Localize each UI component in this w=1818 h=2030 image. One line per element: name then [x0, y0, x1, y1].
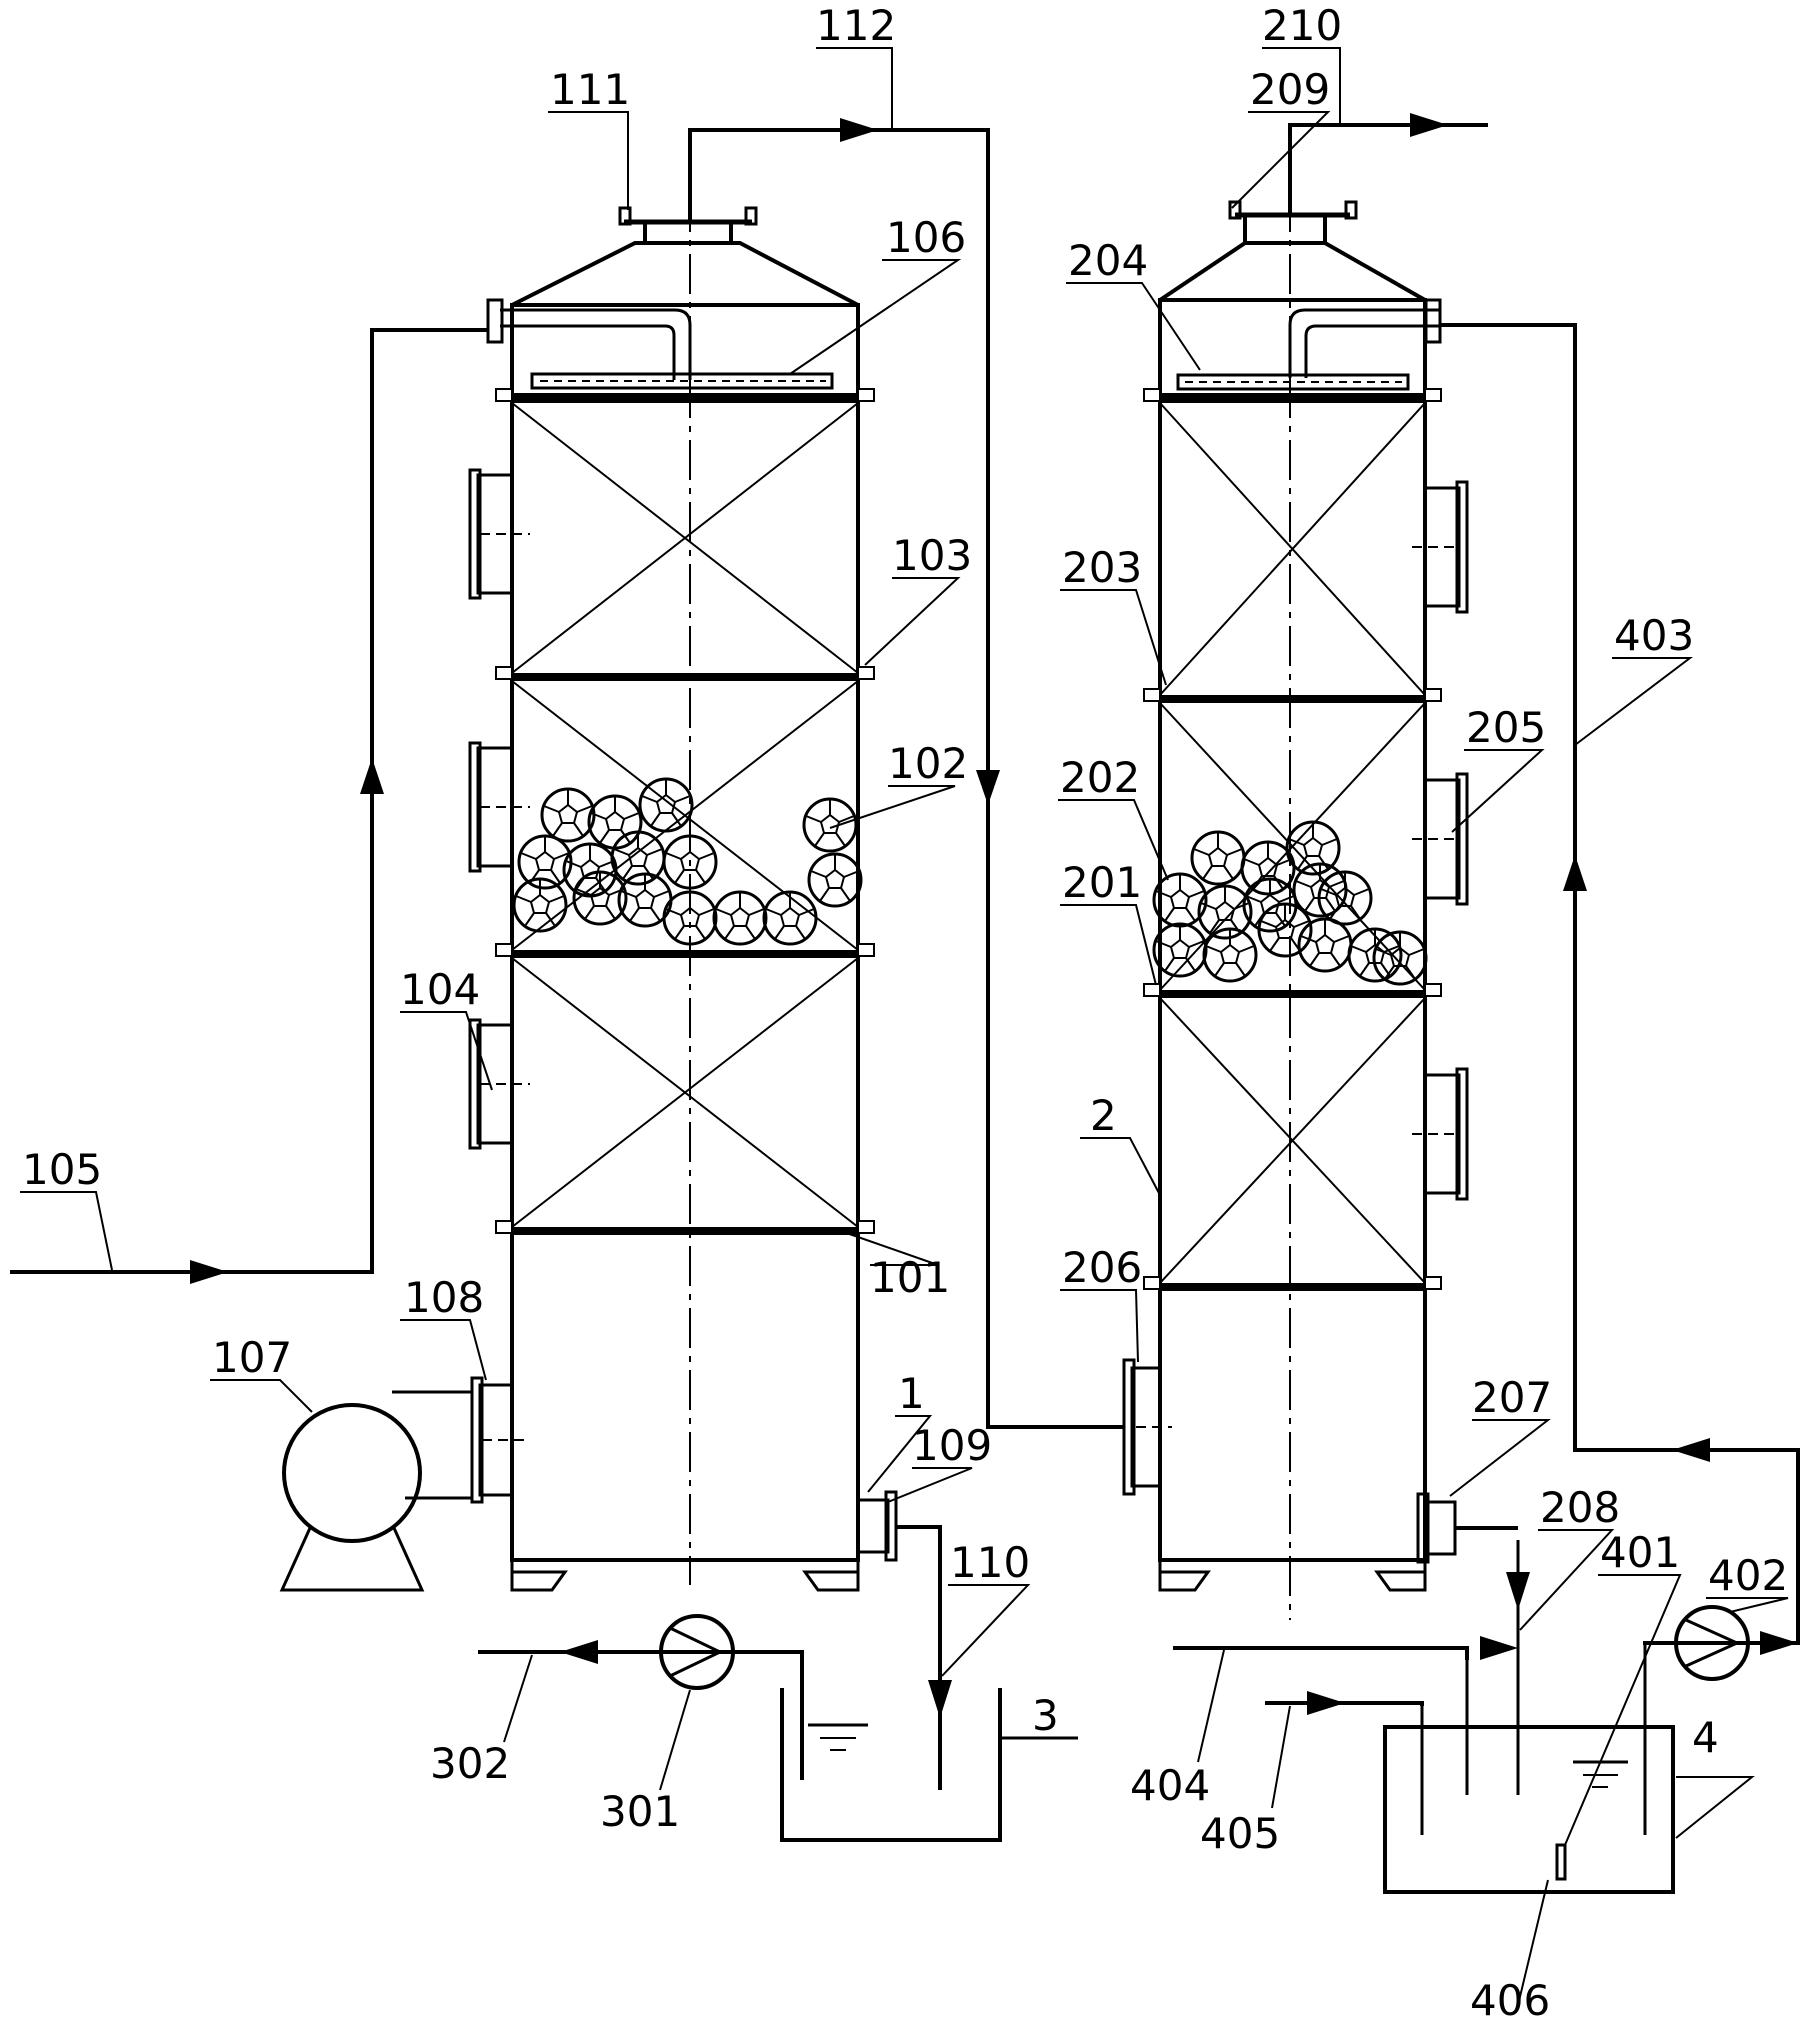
label-103: 103 [892, 531, 972, 580]
pump-icon [1674, 1605, 1750, 1681]
label-111: 111 [550, 65, 630, 114]
label-2: 2 [1090, 1091, 1117, 1140]
label-108: 108 [404, 1273, 484, 1322]
label-4: 4 [1692, 1713, 1719, 1762]
label-207: 207 [1472, 1373, 1552, 1422]
label-101: 101 [870, 1253, 950, 1302]
label-206: 206 [1062, 1243, 1142, 1292]
label-110: 110 [950, 1538, 1030, 1587]
label-406: 406 [1470, 1976, 1550, 2025]
label-202: 202 [1060, 753, 1140, 802]
label-203: 203 [1062, 543, 1142, 592]
label-109: 109 [912, 1421, 992, 1470]
label-401: 401 [1600, 1528, 1680, 1577]
label-3: 3 [1032, 1691, 1059, 1740]
label-107: 107 [212, 1333, 292, 1382]
label-404: 404 [1130, 1761, 1210, 1810]
label-104: 104 [400, 965, 480, 1014]
label-205: 205 [1466, 703, 1546, 752]
liquid-level-icon [808, 1723, 868, 1751]
liquid-level-icon [1573, 1760, 1628, 1788]
leader-lines [20, 47, 1789, 2006]
label-112: 112 [816, 1, 896, 50]
blower-icon [279, 1390, 472, 1592]
label-102: 102 [888, 739, 968, 788]
flow-arrow-icon [190, 113, 1798, 1718]
label-209: 209 [1250, 65, 1330, 114]
column-1 [468, 130, 898, 1592]
label-1: 1 [898, 1369, 925, 1418]
label-105: 105 [22, 1145, 102, 1194]
column-2 [1122, 130, 1469, 1620]
label-106: 106 [886, 213, 966, 262]
part-labels: 111 112 106 103 102 104 105 101 108 107 … [22, 1, 1788, 2025]
label-208: 208 [1540, 1483, 1620, 1532]
label-201: 201 [1062, 858, 1142, 907]
column-2-flange-bolts [1143, 388, 1442, 1290]
label-301: 301 [600, 1787, 680, 1836]
label-405: 405 [1200, 1809, 1280, 1858]
label-403: 403 [1614, 611, 1694, 660]
label-402: 402 [1708, 1551, 1788, 1600]
label-210: 210 [1262, 1, 1342, 50]
label-204: 204 [1068, 236, 1148, 285]
column-1-flange-bolts [495, 388, 875, 1234]
piping [10, 123, 1800, 1790]
pump-icon [659, 1614, 735, 1690]
label-302: 302 [430, 1739, 510, 1788]
tank-4 [1383, 1540, 1675, 1894]
column-1-packing-balls [512, 777, 863, 946]
